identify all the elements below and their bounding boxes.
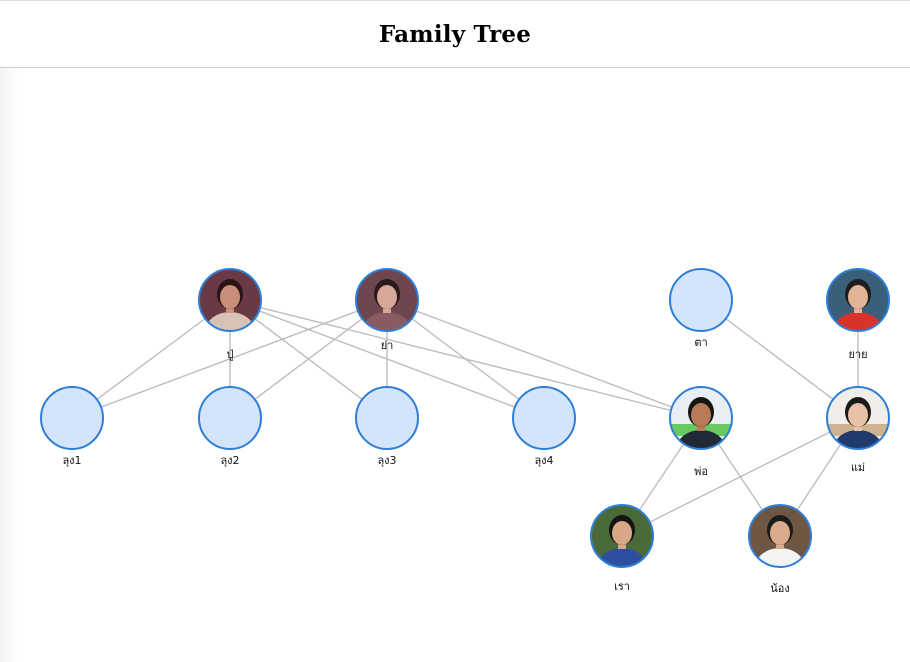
- portrait-avatar: [827, 387, 889, 449]
- page-title: Family Tree: [378, 20, 532, 48]
- node-label: ปู่: [227, 348, 234, 361]
- node-circle: [40, 386, 104, 450]
- node-rao[interactable]: เรา: [590, 504, 654, 593]
- node-label: ยาย: [848, 348, 867, 361]
- edge-ya-po: [386, 299, 702, 419]
- node-ya[interactable]: ย่า: [355, 268, 419, 352]
- node-label: ลุง1: [62, 454, 81, 467]
- edge-ya-lung2: [229, 299, 388, 419]
- node-label: ลุง4: [534, 454, 553, 467]
- node-label: เรา: [614, 580, 630, 593]
- portrait-avatar: [670, 387, 732, 449]
- node-yai[interactable]: ยาย: [826, 268, 890, 361]
- node-ring: [355, 268, 419, 332]
- edge-ta-mae: [700, 299, 859, 419]
- node-ring: [826, 268, 890, 332]
- node-nong[interactable]: น้อง: [748, 504, 812, 595]
- edges-layer: [71, 299, 859, 537]
- node-label: ตา: [694, 336, 707, 349]
- node-label: ย่า: [381, 339, 394, 352]
- node-ta[interactable]: ตา: [669, 268, 733, 349]
- node-label: พ่อ: [694, 465, 708, 478]
- node-circle: [198, 386, 262, 450]
- node-ring: [826, 386, 890, 450]
- node-lung4[interactable]: ลุง4: [512, 386, 576, 467]
- node-ring: [669, 386, 733, 450]
- edge-ya-lung4: [386, 299, 545, 419]
- node-lung3[interactable]: ลุง3: [355, 386, 419, 467]
- node-label: น้อง: [770, 582, 790, 595]
- node-label: ลุง2: [220, 454, 239, 467]
- node-ring: [198, 268, 262, 332]
- node-circle: [512, 386, 576, 450]
- node-label: ลุง3: [377, 454, 396, 467]
- node-ring: [748, 504, 812, 568]
- node-po[interactable]: พ่อ: [669, 386, 733, 478]
- node-lung1[interactable]: ลุง1: [40, 386, 104, 467]
- portrait-avatar: [749, 505, 811, 567]
- edge-mae-rao: [621, 417, 859, 537]
- edge-pu-lung1: [71, 299, 231, 419]
- header-bar: Family Tree: [0, 0, 910, 68]
- node-circle: [669, 268, 733, 332]
- node-circle: [355, 386, 419, 450]
- node-label: แม่: [851, 461, 865, 474]
- node-lung2[interactable]: ลุง2: [198, 386, 262, 467]
- node-ring: [590, 504, 654, 568]
- node-mae[interactable]: แม่: [826, 386, 890, 474]
- edge-ya-lung1: [71, 299, 388, 419]
- left-shadow: [0, 68, 20, 662]
- node-pu[interactable]: ปู่: [198, 268, 262, 361]
- portrait-avatar: [591, 505, 653, 567]
